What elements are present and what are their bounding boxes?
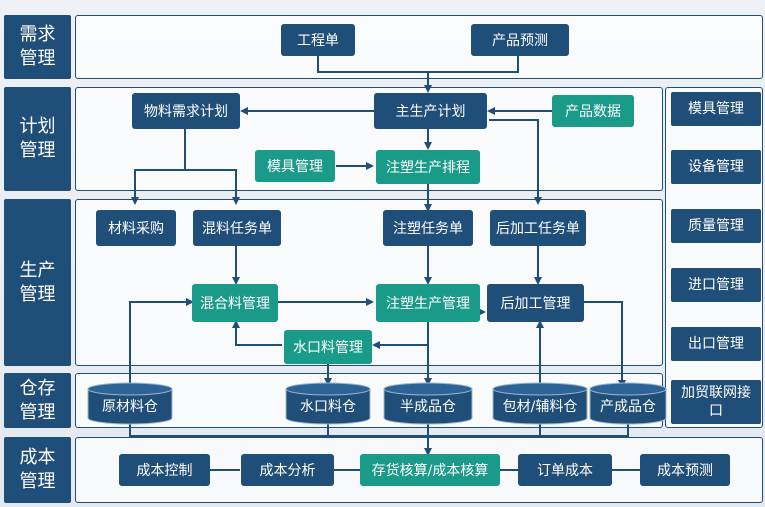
cost-label: 成本管理 [4,437,71,503]
side-equipment: 设备管理 [671,150,761,184]
edge-mrp-split [131,129,186,205]
demand-band [75,15,763,79]
node-cost-control: 成本控制 [119,454,210,486]
edge-forecast-to-mps [428,56,519,73]
node-cost-analysis: 成本分析 [241,454,334,486]
node-cost-forecast: 成本预测 [640,454,730,486]
side-bonded: 加贸联网接口 [671,380,761,424]
node-mixing-task: 混料任务单 [193,210,281,246]
edge-warehouses-to-cost [129,420,629,437]
warehouse-water: 水口料仓 [285,382,371,425]
side-import: 进口管理 [671,268,761,302]
warehouse-finished-label: 产成品仓 [600,399,656,415]
warehouse-finished: 产成品仓 [589,382,667,425]
side-export: 出口管理 [671,327,761,361]
edge-mrp-to-mixing [185,169,240,205]
node-water-mgmt: 水口料管理 [284,330,372,364]
plan-label: 计划管理 [4,87,71,191]
warehouse-raw: 原材料仓 [87,382,173,425]
edge-raw-to-mix [129,298,194,389]
node-engineering-order: 工程单 [281,24,355,56]
node-injection-mgmt: 注塑生产管理 [376,284,480,322]
demand-label: 需求管理 [4,15,71,79]
node-injection-schedule: 注塑生产排程 [376,150,480,184]
warehouse-raw-label: 原材料仓 [102,399,158,415]
node-order-cost: 订单成本 [518,454,612,486]
node-post-task: 后加工任务单 [490,210,586,246]
node-injection-task: 注塑任务单 [383,210,473,246]
side-panel [665,87,763,428]
node-inventory-cost: 存货核算/成本核算 [360,454,500,486]
edge-inj-to-water [372,321,429,349]
node-mixing-mgmt: 混合料管理 [192,284,278,322]
edge-mps-to-posttask [489,119,542,205]
node-mps: 主生产计划 [374,93,487,129]
warehouse-semi: 半成品仓 [383,382,473,425]
node-material-purchase: 材料采购 [96,210,176,246]
production-label: 生产管理 [4,199,71,366]
edge-post-to-finished [584,301,626,388]
node-post-mgmt: 后加工管理 [487,284,584,322]
node-mold-plan: 模具管理 [255,150,335,182]
node-mrp: 物料需求计划 [132,93,240,129]
warehouse-semi-label: 半成品仓 [400,399,456,415]
warehouse-pack: 包材/辅料仓 [492,382,588,425]
side-mold: 模具管理 [671,92,761,126]
edge-water-to-mix [232,320,282,346]
edge-engineering-to-mps [317,56,428,73]
warehouse-pack-label: 包材/辅料仓 [503,399,578,415]
node-product-data: 产品数据 [552,95,634,127]
node-product-forecast: 产品预测 [471,24,569,56]
storage-label: 仓存管理 [4,373,71,428]
warehouse-water-label: 水口料仓 [300,399,356,415]
side-quality: 质量管理 [671,209,761,243]
